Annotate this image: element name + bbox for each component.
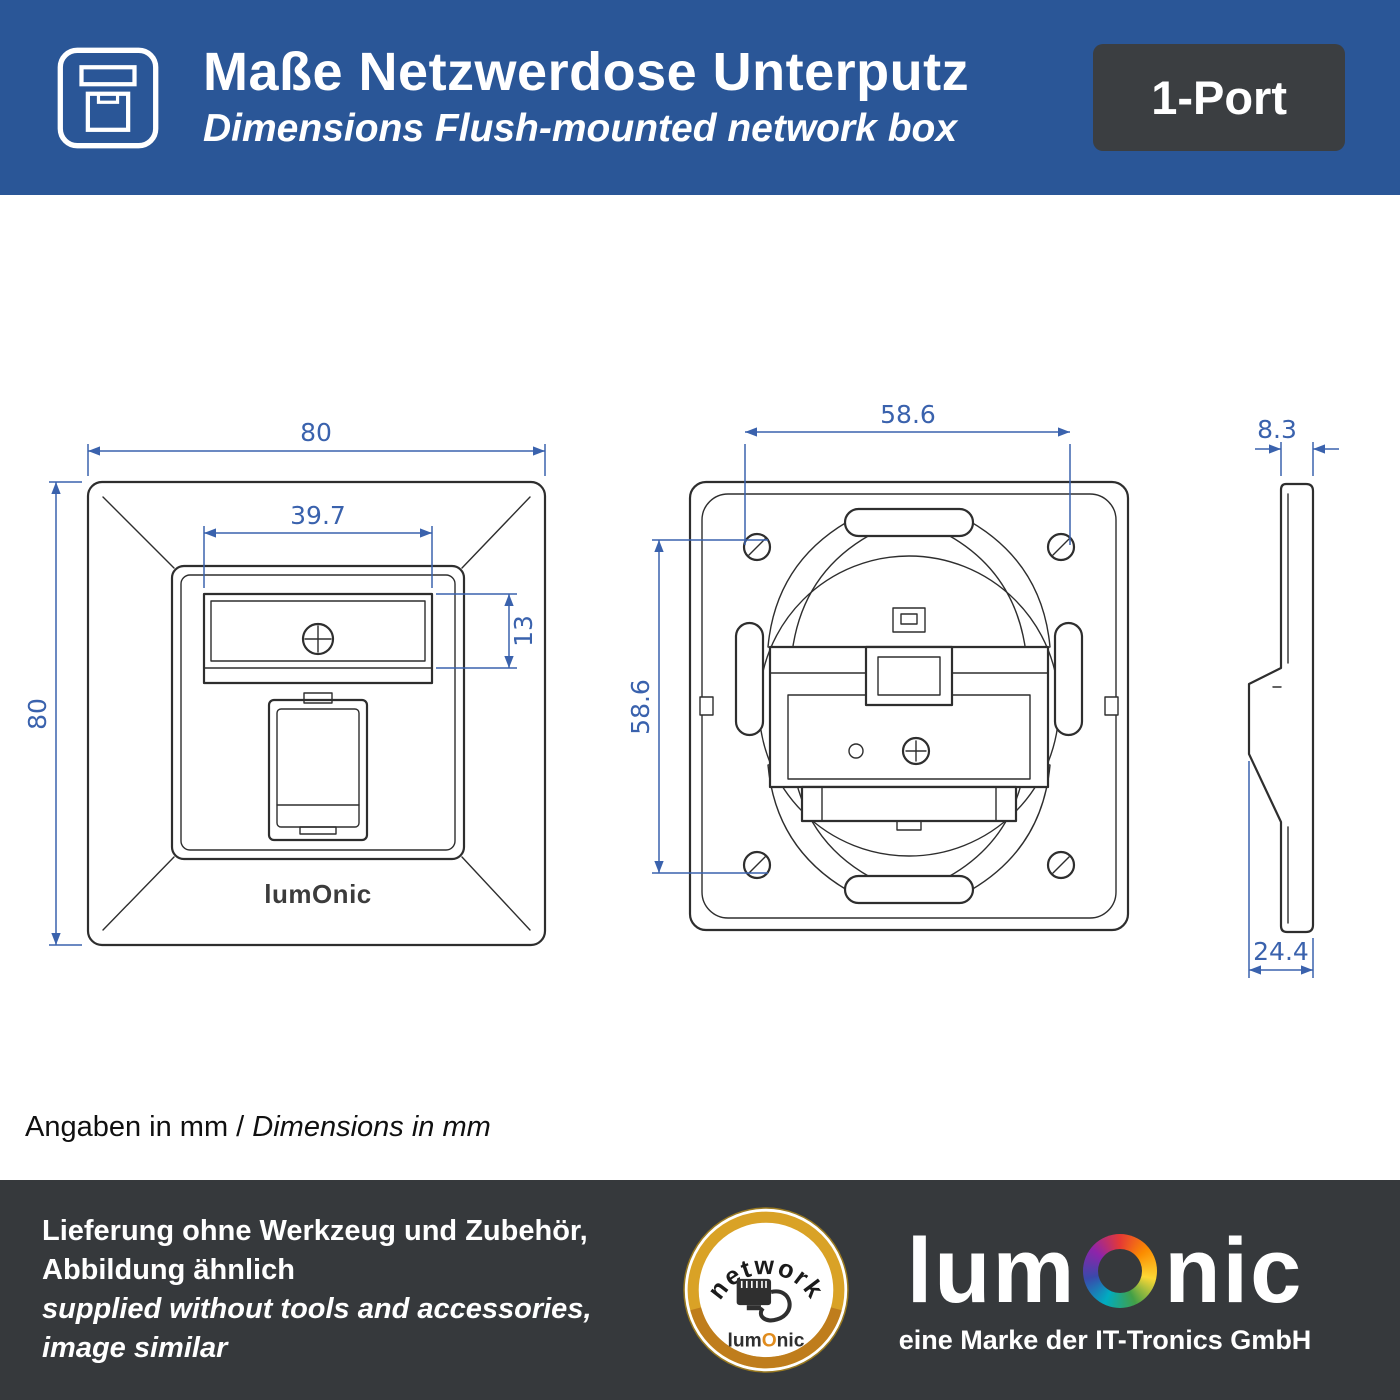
network-socket-icon xyxy=(55,45,161,151)
header-banner: Maße Netzwerdose Unterputz Dimensions Fl… xyxy=(0,0,1400,195)
lumonic-logo: lum nic eine Marke der IT-Tronics GmbH xyxy=(852,1225,1358,1356)
dim-side-total-depth-label: 24.4 xyxy=(1253,937,1309,966)
side-profile xyxy=(1247,482,1315,934)
network-socket-icon-svg xyxy=(57,47,159,148)
back-screw-bottom-left xyxy=(742,850,772,880)
back-mounting-slots xyxy=(734,507,1084,905)
back-screw-top-left xyxy=(742,532,772,562)
front-label-window xyxy=(202,592,434,685)
back-module xyxy=(699,607,1119,831)
front-corner-bevels xyxy=(102,496,531,931)
disclaimer-en-line2: image similar xyxy=(42,1331,228,1364)
units-note-de: Angaben in mm xyxy=(25,1111,229,1143)
side-view xyxy=(1247,482,1315,934)
front-outlet-flap xyxy=(267,692,369,842)
units-note-en: Dimensions in mm xyxy=(252,1111,491,1143)
dim-back-hole-spacing-h: 58.6 xyxy=(744,400,1071,545)
dim-back-hole-spacing-v: 58.6 xyxy=(626,539,768,874)
logo-suffix: nic xyxy=(1164,1219,1304,1322)
back-dimensions: 58.6 58.6 xyxy=(626,400,1071,874)
network-badge: network lumOnic xyxy=(680,1204,852,1376)
drawing-area: lumOnic 80 80 xyxy=(0,195,1400,1180)
badge-rj45-icon xyxy=(736,1278,792,1323)
dim-side-total-depth: 24.4 xyxy=(1248,761,1314,978)
front-inner-opening xyxy=(170,564,466,861)
front-brand-text: lumOnic xyxy=(264,879,372,909)
dim-front-height-label: 80 xyxy=(23,698,52,730)
back-view xyxy=(688,480,1130,932)
footer-disclaimer: Lieferung ohne Werkzeug und Zubehör, Abb… xyxy=(42,1212,642,1367)
back-outer-frame xyxy=(688,480,1130,932)
dim-side-frame-depth-label: 8.3 xyxy=(1257,415,1297,444)
units-note-separator: / xyxy=(228,1111,253,1143)
dim-back-width-label: 58.6 xyxy=(880,400,936,429)
front-dimensions: 80 80 39.7 13 xyxy=(23,418,546,946)
dim-back-height-label: 58.6 xyxy=(626,679,655,735)
dim-front-window-width-label: 39.7 xyxy=(290,501,346,530)
port-count-badge: 1-Port xyxy=(1093,44,1345,151)
side-dimensions: 8.3 24.4 xyxy=(1248,415,1339,978)
logo-tagline: eine Marke der IT-Tronics GmbH xyxy=(898,1324,1312,1355)
front-center-plate xyxy=(180,574,456,851)
page-title: Maße Netzwerdose Unterputz xyxy=(203,42,970,103)
badge-brand-text: lumOnic xyxy=(728,1331,805,1352)
dim-front-label-height: 13 xyxy=(436,593,538,669)
dim-front-window-width: 39.7 xyxy=(203,501,433,588)
logo-prefix: lum xyxy=(906,1219,1077,1322)
page-subtitle: Dimensions Flush-mounted network box xyxy=(203,106,958,150)
back-screw-bottom-right xyxy=(1046,850,1076,880)
footer-banner: Lieferung ohne Werkzeug und Zubehör, Abb… xyxy=(0,1180,1400,1400)
dim-front-width-label: 80 xyxy=(300,418,332,447)
logo-o-color-ring-icon xyxy=(1083,1233,1158,1308)
dim-front-height: 80 xyxy=(23,481,82,946)
dim-front-width: 80 xyxy=(87,418,546,476)
disclaimer-en-line1: supplied without tools and accessories, xyxy=(42,1293,592,1325)
front-screw xyxy=(301,622,335,656)
disclaimer-de-line1: Lieferung ohne Werkzeug und Zubehör, xyxy=(42,1215,588,1248)
front-outer-frame xyxy=(86,480,547,947)
header-titles: Maße Netzwerdose Unterputz Dimensions Fl… xyxy=(203,44,1051,151)
network-badge-svg: network lumOnic xyxy=(683,1207,849,1373)
disclaimer-de-line2: Abbildung ähnlich xyxy=(42,1254,295,1287)
logo-wordmark: lum nic xyxy=(907,1225,1304,1317)
dim-side-frame-depth: 8.3 xyxy=(1255,415,1339,476)
units-note: Angaben in mm / Dimensions in mm xyxy=(25,1111,491,1144)
technical-drawing: lumOnic 80 80 xyxy=(23,400,1339,978)
back-screw-top-right xyxy=(1046,532,1076,562)
dim-front-label-height-label: 13 xyxy=(509,615,538,647)
front-view: lumOnic xyxy=(86,480,547,947)
